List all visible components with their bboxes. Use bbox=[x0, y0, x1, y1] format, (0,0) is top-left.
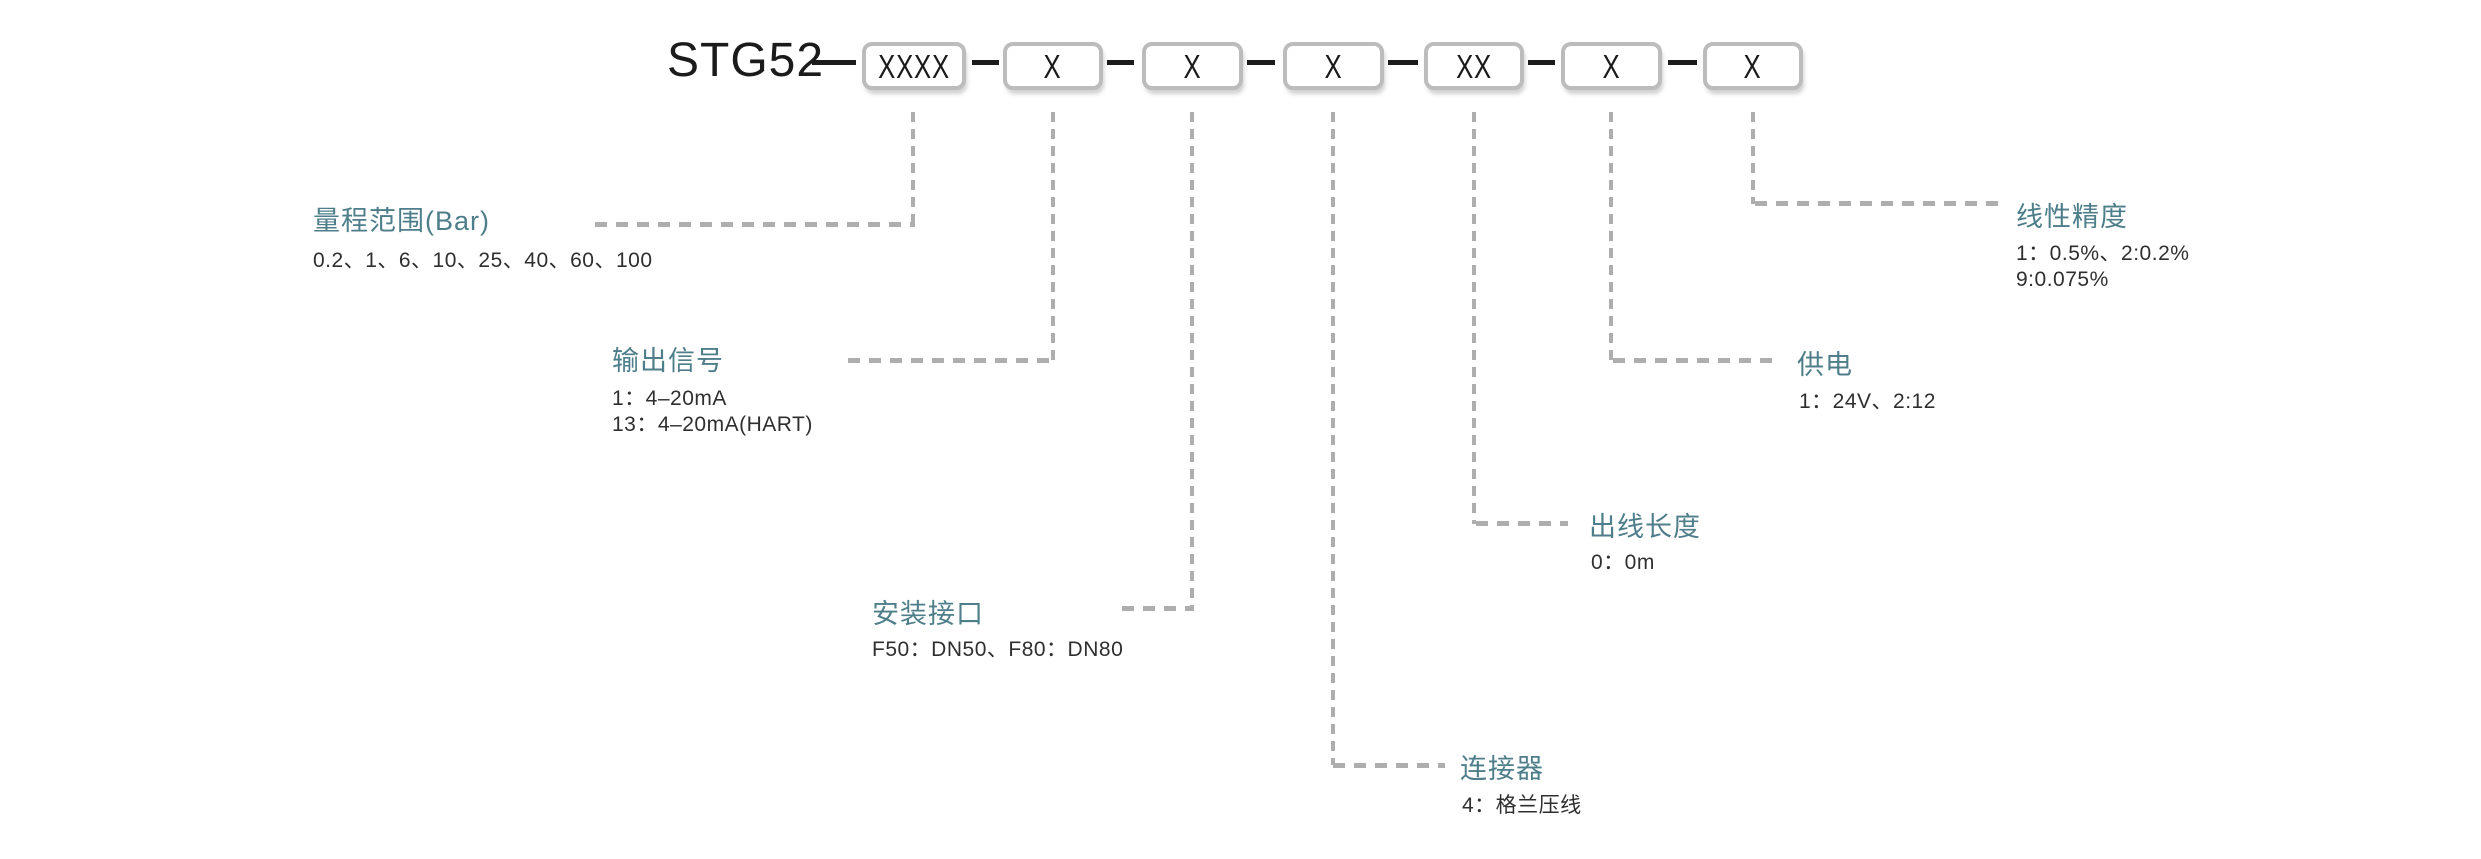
field-values-power-supply: 1：24V、2:12 bbox=[1799, 389, 1936, 415]
code-box-range: XXXX bbox=[862, 42, 966, 90]
leader-line-output-signal-horizontal bbox=[848, 358, 1055, 363]
code-separator bbox=[1388, 60, 1418, 65]
leader-line-linearity-accuracy-vertical bbox=[1751, 112, 1755, 204]
field-values-cable-length: 0：0m bbox=[1591, 550, 1655, 576]
leader-line-power-supply-vertical bbox=[1609, 112, 1613, 360]
code-box-value: XX bbox=[1456, 47, 1492, 85]
field-value-line: 1：4–20mA bbox=[612, 387, 727, 410]
field-label-output-signal: 输出信号 bbox=[612, 346, 724, 376]
field-value-line: F50：DN50、F80：DN80 bbox=[872, 638, 1124, 661]
leader-line-output-signal-vertical bbox=[1051, 112, 1055, 360]
code-box-value: X bbox=[1602, 47, 1621, 85]
field-value-line: 9:0.075% bbox=[2016, 268, 2109, 291]
code-separator bbox=[1247, 60, 1275, 65]
field-values-connector: 4：格兰压线 bbox=[1462, 793, 1582, 819]
field-value-line: 1：24V、2:12 bbox=[1799, 390, 1936, 413]
field-value-line: 0.2、1、6、10、25、40、60、100 bbox=[313, 249, 653, 272]
code-box-linearity-accuracy: X bbox=[1703, 42, 1803, 90]
code-separator bbox=[972, 60, 999, 65]
leader-line-range-horizontal bbox=[595, 222, 915, 227]
code-box-value: X bbox=[1044, 47, 1062, 85]
code-box-cable-length: XX bbox=[1424, 42, 1524, 90]
leader-line-mounting-interface-vertical bbox=[1190, 112, 1194, 608]
field-label-connector: 连接器 bbox=[1460, 754, 1544, 784]
code-separator bbox=[1107, 60, 1134, 65]
field-label-range: 量程范围(Bar) bbox=[313, 206, 490, 236]
leader-line-linearity-accuracy-horizontal bbox=[1755, 201, 2000, 206]
code-box-value: XXXX bbox=[878, 47, 950, 85]
field-value-line: 1：0.5%、2:0.2% bbox=[2016, 242, 2190, 265]
field-value-line: 13：4–20mA(HART) bbox=[612, 413, 813, 436]
code-box-power-supply: X bbox=[1561, 42, 1662, 90]
code-box-value: X bbox=[1324, 47, 1343, 85]
leader-line-mounting-interface-horizontal bbox=[1122, 606, 1194, 611]
leader-line-connector-vertical bbox=[1331, 112, 1335, 765]
field-label-cable-length: 出线长度 bbox=[1589, 512, 1701, 542]
field-values-mounting-interface: F50：DN50、F80：DN80 bbox=[872, 637, 1123, 663]
code-separator bbox=[812, 60, 856, 65]
leader-line-connector-horizontal bbox=[1333, 763, 1445, 768]
field-label-linearity-accuracy: 线性精度 bbox=[2016, 202, 2128, 232]
code-box-value: X bbox=[1183, 47, 1202, 85]
leader-line-power-supply-horizontal bbox=[1613, 358, 1781, 363]
leader-line-cable-length-vertical bbox=[1472, 112, 1476, 524]
code-separator bbox=[1668, 60, 1697, 65]
model-prefix: STG52 bbox=[667, 34, 825, 87]
code-box-output-signal: X bbox=[1003, 42, 1103, 90]
field-label-mounting-interface: 安装接口 bbox=[872, 599, 984, 629]
field-value-line: 0：0m bbox=[1591, 551, 1655, 574]
code-separator bbox=[1528, 60, 1555, 65]
field-label-power-supply: 供电 bbox=[1797, 350, 1853, 380]
field-values-range: 0.2、1、6、10、25、40、60、100 bbox=[313, 248, 653, 274]
leader-line-range-vertical bbox=[911, 112, 915, 224]
leader-line-cable-length-horizontal bbox=[1476, 521, 1568, 526]
code-box-value: X bbox=[1744, 47, 1762, 85]
code-box-connector: X bbox=[1283, 42, 1384, 90]
code-box-mounting-interface: X bbox=[1142, 42, 1243, 90]
field-value-line: 4：格兰压线 bbox=[1462, 794, 1582, 817]
field-values-linearity-accuracy: 1：0.5%、2:0.2% 9:0.075% bbox=[2016, 241, 2189, 293]
field-values-output-signal: 1：4–20mA 13：4–20mA(HART) bbox=[612, 386, 813, 438]
